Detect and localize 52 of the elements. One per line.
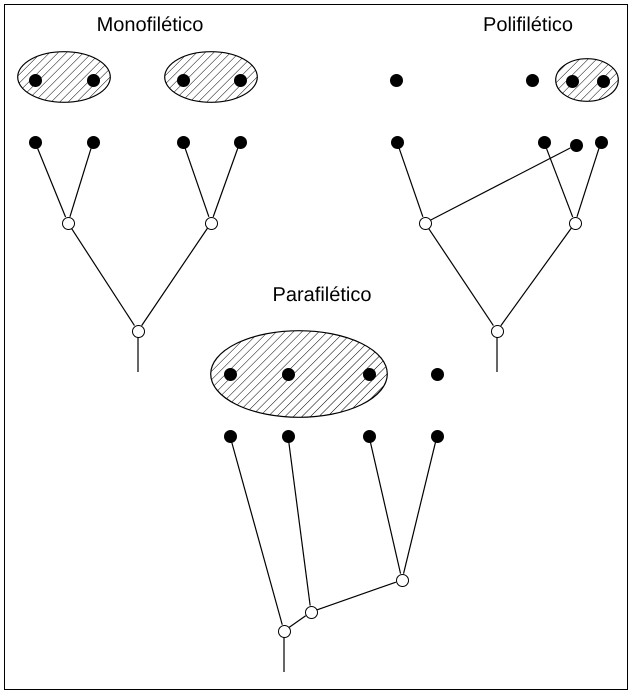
taxon-dot xyxy=(234,136,246,148)
taxon-dot xyxy=(176,136,190,148)
branch-node xyxy=(132,324,144,338)
branch-line xyxy=(430,147,570,221)
taxon-dot xyxy=(282,430,294,442)
taxon-dot xyxy=(594,136,608,148)
branch-line xyxy=(398,148,424,218)
taxon-dot xyxy=(430,368,444,380)
branch-node xyxy=(62,216,74,230)
branch-line xyxy=(141,228,208,326)
branch-line xyxy=(288,442,311,606)
taxon-dot xyxy=(390,136,404,148)
taxon-dot xyxy=(86,136,100,148)
branch-line xyxy=(402,442,436,574)
hatched-ellipse xyxy=(17,51,111,103)
branch-line xyxy=(212,148,238,218)
branch-line xyxy=(71,228,135,326)
branch-line xyxy=(231,442,283,625)
taxon-dot xyxy=(526,74,538,86)
branch-line xyxy=(36,148,66,218)
branch-node xyxy=(204,216,218,230)
branch-line xyxy=(576,148,600,217)
branch-line xyxy=(288,615,306,628)
hatched-ellipse xyxy=(210,330,388,418)
taxon-dot xyxy=(362,430,376,442)
branch-line xyxy=(496,338,498,372)
branch-node xyxy=(278,624,290,638)
hatched-ellipse xyxy=(164,51,258,103)
branch-line xyxy=(370,442,402,574)
group-title: Polifilético xyxy=(482,14,574,37)
branch-line xyxy=(137,338,139,372)
group-title: Parafilético xyxy=(272,284,372,307)
branch-node xyxy=(304,606,318,618)
branch-node xyxy=(396,574,408,586)
group-title: Monofilético xyxy=(96,14,204,37)
branch-line xyxy=(316,582,396,610)
branch-line xyxy=(428,228,494,326)
branch-node xyxy=(418,216,432,230)
taxon-dot xyxy=(224,430,236,442)
taxon-dot xyxy=(390,74,402,86)
taxon-dot xyxy=(28,136,42,148)
taxon-dot xyxy=(538,136,550,148)
branch-line xyxy=(500,228,572,326)
branch-line xyxy=(69,148,92,217)
branch-line xyxy=(184,148,210,218)
branch-node xyxy=(568,216,582,230)
taxon-dot xyxy=(570,138,582,152)
hatched-ellipse xyxy=(555,58,619,102)
taxon-dot xyxy=(430,430,444,442)
branch-node xyxy=(490,324,504,338)
branch-line xyxy=(283,638,285,672)
branch-line xyxy=(546,148,574,218)
